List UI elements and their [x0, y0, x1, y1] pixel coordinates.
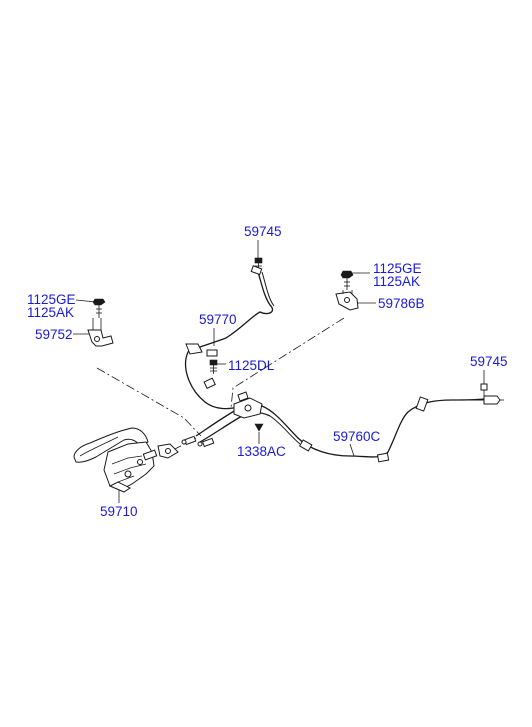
label-59745-top[interactable]: 59745	[244, 224, 282, 239]
bolt-icon-right	[340, 270, 354, 290]
label-1125ak-left[interactable]: 1125AK	[27, 305, 74, 320]
cable-59760c	[261, 395, 504, 463]
clip-icon-1338ac	[254, 423, 264, 432]
label-1125ak-right[interactable]: 1125AK	[373, 274, 420, 289]
label-59786b[interactable]: 59786B	[378, 296, 425, 311]
cable-59770	[184, 265, 275, 443]
label-59745-right[interactable]: 59745	[470, 354, 508, 369]
bracket-icon-59752	[87, 318, 114, 347]
bolt-icon-left	[92, 298, 106, 318]
bracket-icon-59786b	[335, 290, 359, 311]
label-59710[interactable]: 59710	[100, 504, 138, 519]
equalizer-icon	[233, 391, 263, 419]
label-59760c[interactable]: 59760C	[333, 429, 381, 444]
label-1125dl[interactable]: 1125DL	[228, 358, 275, 373]
leader-lines	[73, 240, 485, 503]
label-1125ge-right[interactable]: 1125GE	[373, 261, 422, 276]
bolt-icon-1125dl	[209, 359, 218, 374]
label-1338ac[interactable]: 1338AC	[237, 444, 286, 459]
cable-end-icon	[157, 435, 215, 459]
label-59770[interactable]: 59770	[199, 312, 237, 327]
parking-brake-lever-icon	[73, 427, 158, 493]
label-59752[interactable]: 59752	[35, 327, 73, 342]
part-labels: 59745 1125GE 1125AK 59786B 1125GE 1125AK…	[27, 224, 508, 519]
label-1125ge-left[interactable]: 1125GE	[27, 292, 76, 307]
